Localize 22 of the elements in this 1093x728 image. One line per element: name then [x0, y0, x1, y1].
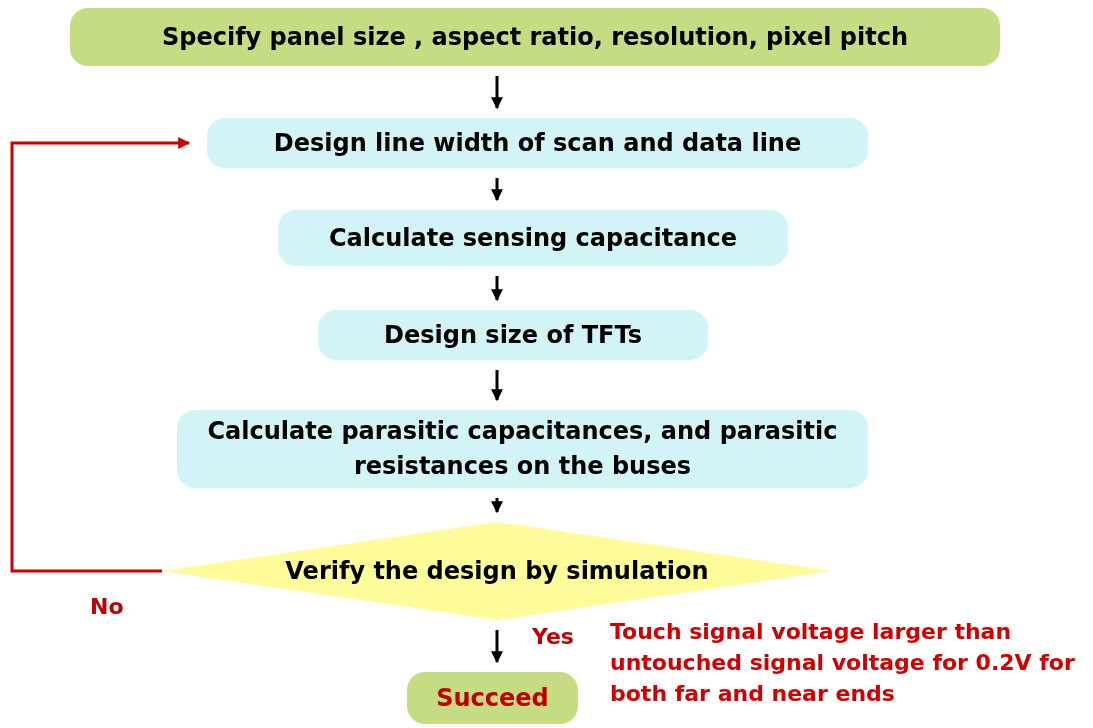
- arrow: [491, 276, 503, 302]
- process-box: [278, 210, 788, 266]
- arrow: [491, 630, 503, 664]
- arrow: [491, 178, 503, 202]
- process-box: [207, 118, 868, 168]
- node-label: Design line width of scan and data line: [273, 127, 802, 159]
- arrow: [491, 370, 503, 402]
- process-box: [177, 410, 868, 488]
- arrow: [491, 76, 503, 110]
- node-label: Calculate parasitic capacitances, and parasitic resistances on the buses: [206, 416, 839, 482]
- arrow: [491, 498, 503, 514]
- decision-diamond: [162, 522, 832, 620]
- node-label: Design size of TFTs: [384, 319, 642, 351]
- node-label: Verify the design by simulation: [285, 555, 709, 587]
- arrow: [10, 137, 191, 573]
- process-box: [70, 8, 1000, 66]
- node-label: Specify panel size , aspect ratio, resolution, pixel pitch: [161, 21, 909, 53]
- process-box: [318, 310, 708, 360]
- node-label: Calculate sensing capacitance: [328, 222, 738, 254]
- process-box: [407, 672, 578, 724]
- note-text: Touch signal voltage larger than untouched signal voltage for 0.2V for both far and near ends: [610, 618, 1076, 708]
- node-label: Succeed: [436, 682, 549, 714]
